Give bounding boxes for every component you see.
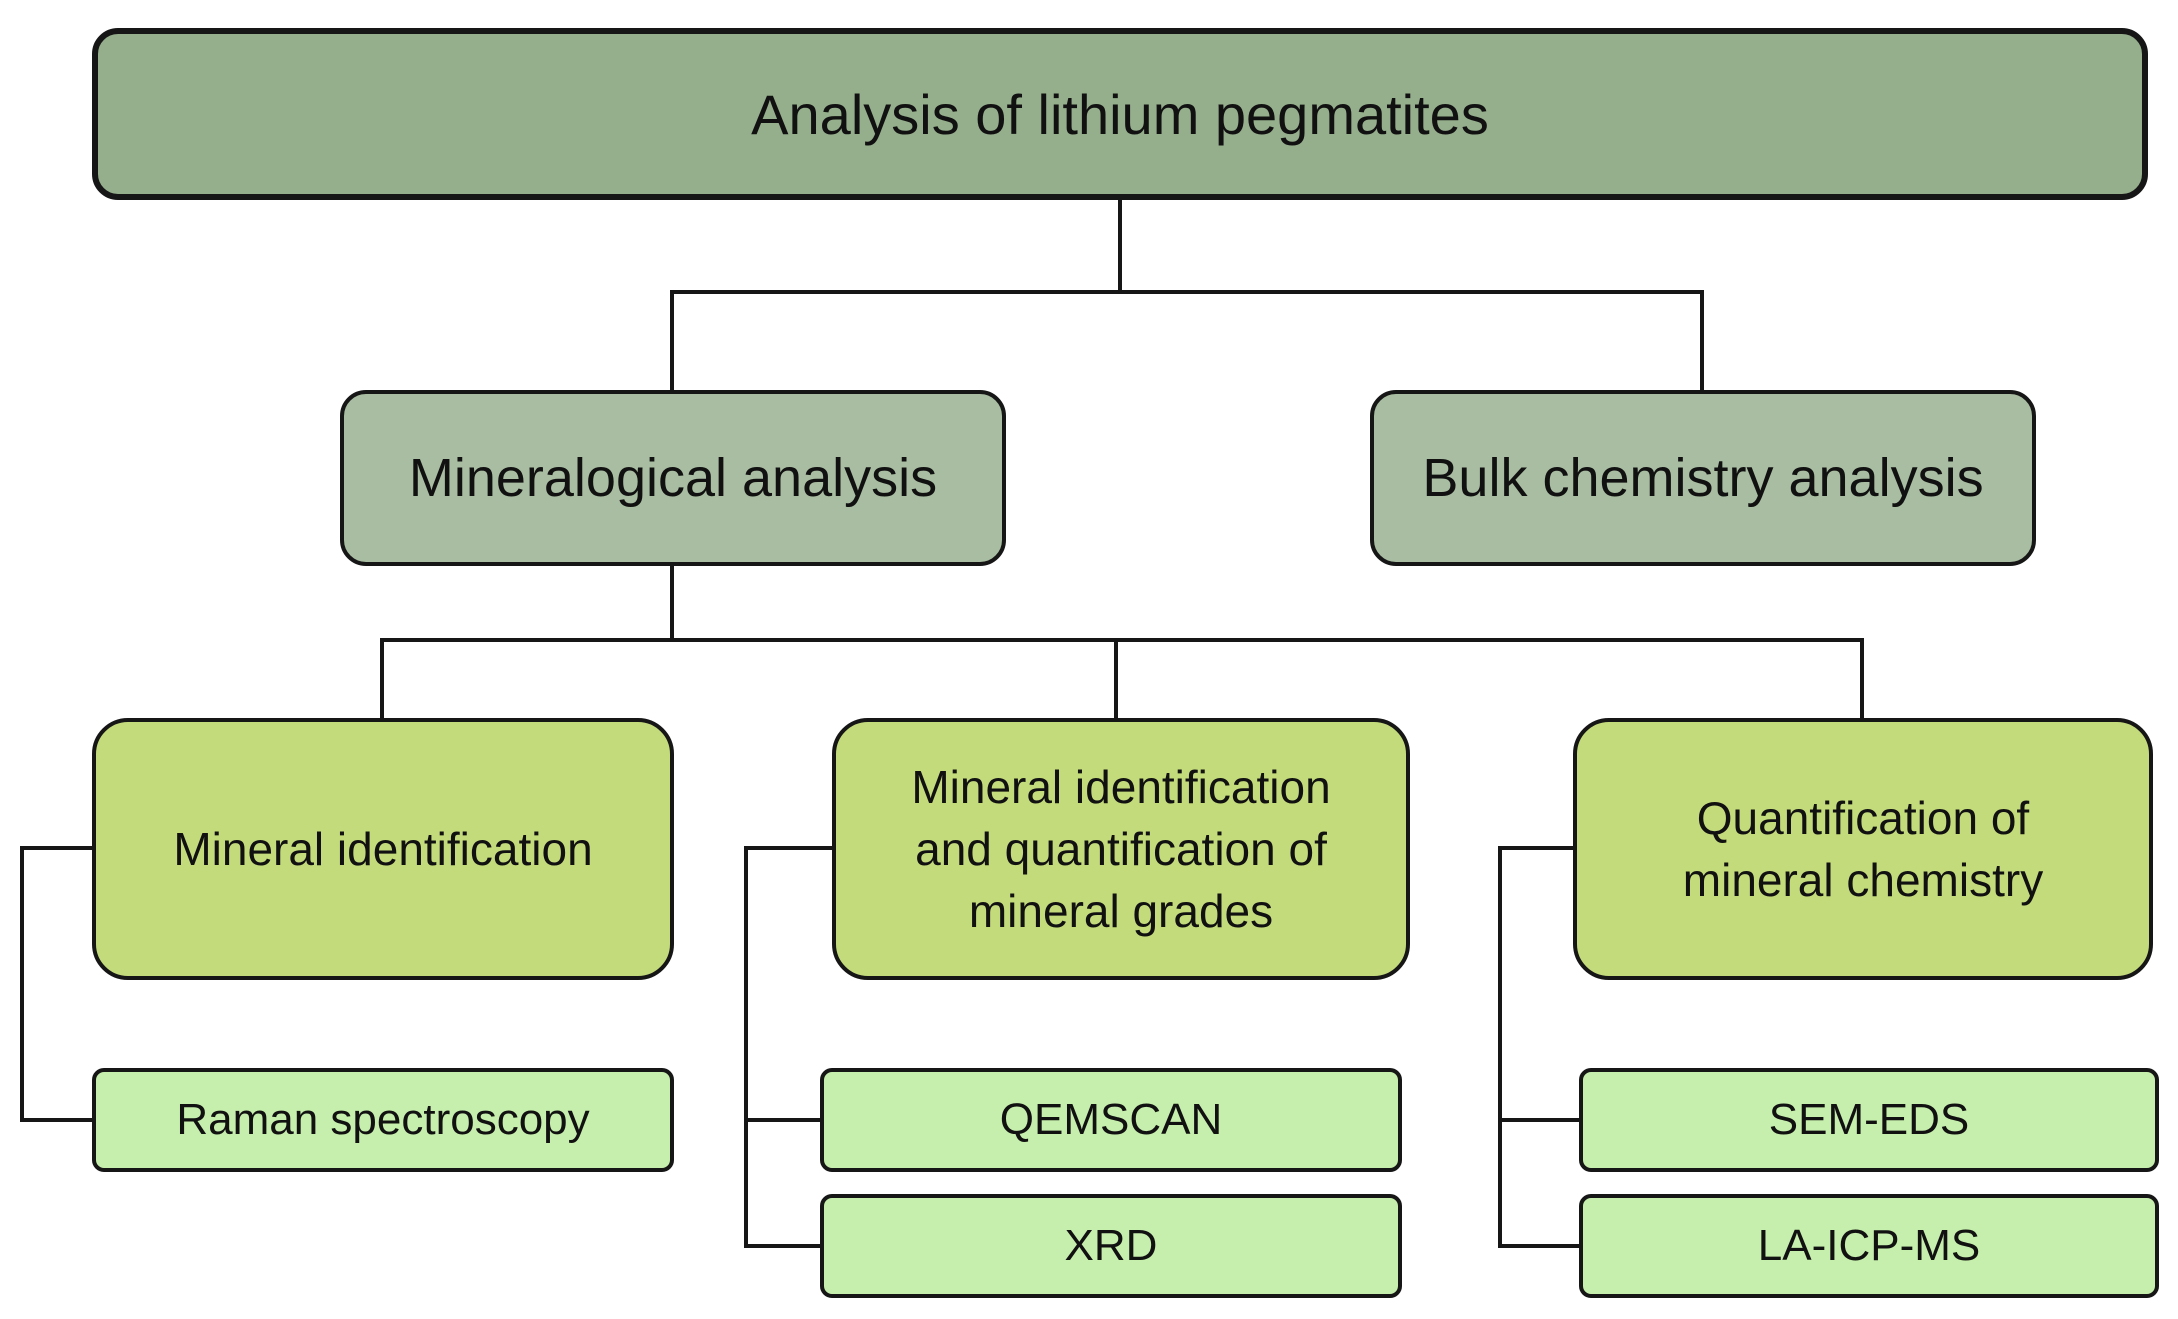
root-label: Analysis of lithium pegmatites bbox=[751, 82, 1489, 146]
qemscan-node: QEMSCAN bbox=[820, 1068, 1402, 1172]
mineral-quantification-label: Mineral identification and quantificatio… bbox=[911, 760, 1331, 938]
sem-eds-node: SEM-EDS bbox=[1579, 1068, 2159, 1172]
la-icp-ms-node: LA-ICP-MS bbox=[1579, 1194, 2159, 1298]
mineral-quantification-node: Mineral identification and quantificatio… bbox=[832, 718, 1410, 980]
mineralogical-analysis-node: Mineralogical analysis bbox=[340, 390, 1006, 566]
mineral-identification-label: Mineral identification bbox=[173, 822, 593, 875]
la-icp-ms-label: LA-ICP-MS bbox=[1757, 1221, 1981, 1270]
mineralogical-analysis-label: Mineralogical analysis bbox=[408, 448, 938, 508]
bulk-chemistry-analysis-node: Bulk chemistry analysis bbox=[1370, 390, 2036, 566]
root-node: Analysis of lithium pegmatites bbox=[92, 28, 2148, 200]
xrd-node: XRD bbox=[820, 1194, 1402, 1298]
connector-purpose-3-spine bbox=[1498, 846, 1575, 1248]
mineral-chemistry-node: Quantification of mineral chemistry bbox=[1573, 718, 2153, 980]
raman-spectroscopy-label: Raman spectroscopy bbox=[176, 1095, 590, 1144]
qemscan-label: QEMSCAN bbox=[999, 1095, 1223, 1144]
xrd-label: XRD bbox=[1064, 1221, 1158, 1270]
connector-purpose-2-spine bbox=[744, 846, 834, 1248]
sem-eds-label: SEM-EDS bbox=[1768, 1095, 1970, 1144]
mineral-chemistry-label: Quantification of mineral chemistry bbox=[1682, 791, 2044, 906]
mineral-identification-node: Mineral identification bbox=[92, 718, 674, 980]
raman-spectroscopy-node: Raman spectroscopy bbox=[92, 1068, 674, 1172]
bulk-chemistry-analysis-label: Bulk chemistry analysis bbox=[1422, 448, 1984, 508]
connector-purpose-1-methods bbox=[20, 846, 94, 1122]
